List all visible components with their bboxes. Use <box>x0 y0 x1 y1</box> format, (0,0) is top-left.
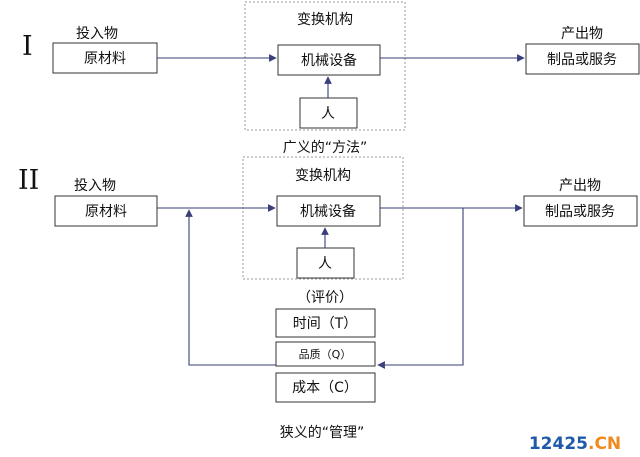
section-2-roman-numeral: II <box>18 165 39 196</box>
section-1-raw-material-box <box>52 42 158 74</box>
section-2-input-title: 投入物 <box>74 178 116 194</box>
section-2: II 投入物 原材料 变换机构 机械设备 人 产出物 制品或服务 （评价） 时间… <box>18 156 638 441</box>
watermark-domain: .CN <box>588 434 621 454</box>
section-2-machine-box <box>276 195 381 227</box>
watermark: 12425 .CN <box>529 434 621 454</box>
section-1-machine-box <box>277 44 381 76</box>
section-2-raw-material-box <box>54 195 158 227</box>
section-2-transform-frame <box>242 156 404 280</box>
section-1-product-label: 制品或服务 <box>547 52 617 68</box>
section-1: I 投入物 原材料 变换机构 机械设备 人 产出物 制品或服务 广义的“方法” <box>22 1 640 156</box>
section-2-person-box <box>296 247 355 279</box>
quality-label: 品质（Q） <box>299 348 352 361</box>
section-1-output-title: 产出物 <box>561 26 603 42</box>
section-2-evaluation-title: （评价） <box>297 290 353 306</box>
cost-label: 成本（C） <box>292 380 358 396</box>
quality-box <box>275 341 376 367</box>
time-label: 时间（T） <box>293 316 358 332</box>
section-1-input-title: 投入物 <box>76 26 118 42</box>
time-box <box>275 308 376 338</box>
feedback-arrow-output-to-evaluation <box>377 208 464 369</box>
section-2-machine-label: 机械设备 <box>300 203 356 220</box>
section-2-raw-material-label: 原材料 <box>85 204 127 220</box>
section-1-machine-label: 机械设备 <box>301 52 357 69</box>
section-1-raw-material-label: 原材料 <box>84 51 126 67</box>
section-1-person-label: 人 <box>321 106 335 122</box>
feedback-arrow-evaluation-to-input <box>185 209 276 366</box>
section-2-transform-title: 变换机构 <box>295 167 351 184</box>
watermark-number: 12425 <box>529 434 588 454</box>
section-1-roman-numeral: I <box>22 31 33 62</box>
section-2-product-label: 制品或服务 <box>545 204 615 220</box>
cost-box <box>275 372 376 403</box>
section-2-person-label: 人 <box>318 256 332 272</box>
section-1-caption: 广义的“方法” <box>283 140 368 156</box>
section-1-transform-title: 变换机构 <box>297 11 353 28</box>
section-2-caption: 狭义的“管理” <box>280 425 365 441</box>
section-2-product-box <box>523 195 638 227</box>
section-1-transform-frame <box>244 1 406 131</box>
section-2-output-title: 产出物 <box>559 178 601 194</box>
section-1-product-box <box>525 43 640 75</box>
